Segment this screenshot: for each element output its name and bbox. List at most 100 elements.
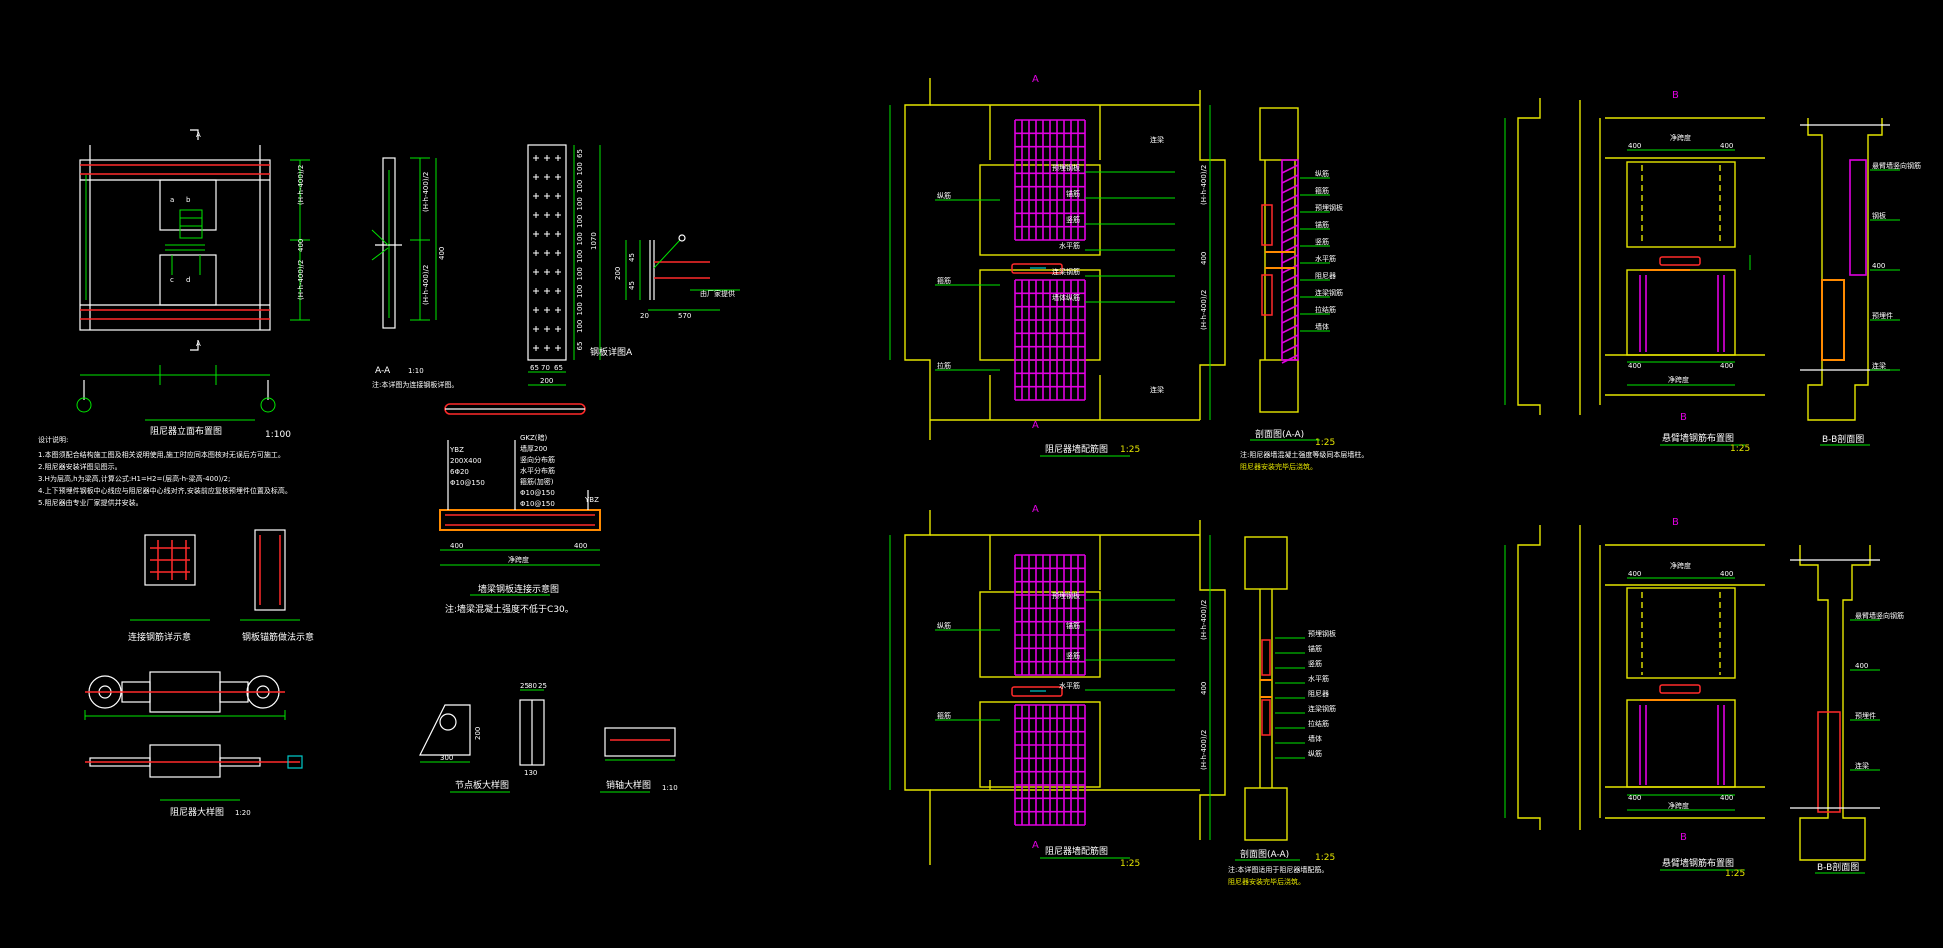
aa-note: 注:本详图为连接钢板详图。 — [372, 380, 458, 389]
leader-label: 预埋件 — [1855, 711, 1876, 720]
leader-label: 纵筋 — [1308, 749, 1322, 758]
rb-marker-bottom: B — [1680, 832, 1687, 843]
hatch-line — [1281, 354, 1299, 364]
leader-label: 阻尼器 — [1315, 271, 1336, 280]
right-bottom-drawing: B B 400 400 净跨度 400 400 净跨度 悬臂墙钢筋布置图 1:2… — [1504, 517, 1904, 879]
plan-label-d: d — [186, 276, 190, 284]
wall-callout-left: 200X400 — [450, 457, 482, 465]
rb-dim-left-b: 400 — [1628, 794, 1641, 802]
plate-height-dim: 100 — [576, 162, 584, 175]
plate-height-dim: 100 — [576, 180, 584, 193]
mb-marker-top: A — [1032, 504, 1039, 515]
node-dim-300: 300 — [440, 754, 453, 762]
plan-dim-mid: 400 — [297, 239, 305, 252]
hatch-line — [1281, 174, 1299, 184]
mb-title: 阻尼器墙配筋图 — [1045, 845, 1108, 857]
hatch-line — [1281, 314, 1299, 324]
plate-dim-2: 70 — [541, 364, 550, 372]
rebar-detail: 连接钢筋详示意 — [128, 534, 210, 643]
mt-beam-label-top: 连梁 — [1150, 135, 1164, 144]
mb-dim-1: (H-h-400)/2 — [1200, 600, 1208, 640]
rt-scale: 1:25 — [1730, 444, 1750, 454]
design-notes: 设计说明: 1.本图须配合结构施工图及相关说明使用,施工时应同本图核对无误后方可… — [38, 435, 292, 507]
leader-label: 400 — [1855, 662, 1868, 670]
mt-beam-label-bottom: 连梁 — [1150, 385, 1164, 394]
leader-label: 阻尼器 — [1308, 689, 1329, 698]
plate-height-dim: 100 — [576, 285, 584, 298]
plan-label-c: c — [170, 276, 174, 284]
plate-total: 200 — [540, 377, 553, 385]
wall-right-tag: YBZ — [584, 496, 599, 504]
rt-dim-right-b: 400 — [1720, 362, 1733, 370]
leader-label: 水平筋 — [1059, 241, 1080, 250]
mt-section-scale: 1:25 — [1315, 438, 1335, 448]
wall-callout-right: Φ10@150 — [520, 489, 555, 497]
weld-detail: 45 45 200 20 570 由厂家提供 — [614, 234, 740, 320]
wall-callout-left: 6Φ20 — [450, 468, 469, 476]
detail-2-title: 钢板锚筋做法示意 — [242, 631, 314, 643]
mt-marker-top: A — [1032, 74, 1039, 85]
leader-label: 悬臂墙竖向钢筋 — [1872, 161, 1921, 170]
rt-dim-left: 400 — [1628, 142, 1641, 150]
mb-dim-2: 400 — [1200, 682, 1208, 695]
damper-scale: 1:20 — [235, 809, 251, 817]
pin-detail: 销轴大样图 1:10 — [600, 727, 678, 793]
rb-dim-right-b: 400 — [1720, 794, 1733, 802]
hatch-line — [1281, 164, 1299, 174]
weld-dim-45a: 45 — [628, 253, 636, 262]
right-top-drawing: B B 400 400 净跨度 400 400 净跨度 悬臂墙钢筋布置图 1:2… — [1504, 90, 1921, 454]
aa-title: A-A — [375, 366, 391, 376]
leader-label: 锚筋 — [1066, 621, 1080, 630]
node-dim-200: 200 — [474, 727, 482, 740]
plan-title: 阻尼器立面布置图 — [150, 425, 222, 437]
wall-callout-right: Φ10@150 — [520, 500, 555, 508]
mb-section-note2: 阻尼器安装完毕后浇筑。 — [1228, 877, 1305, 886]
rt-title: 悬臂墙钢筋布置图 — [1662, 432, 1734, 444]
note-1: 1.本图须配合结构施工图及相关说明使用,施工时应同本图核对无误后方可施工。 — [38, 450, 285, 459]
note-2: 2.阻尼器安装详图见图示。 — [38, 462, 122, 471]
leader-label: 纵筋 — [937, 191, 951, 200]
plate-dim-3: 65 — [554, 364, 563, 372]
hatch-line — [1281, 234, 1299, 244]
mb-section-note: 注:本详图适用于阻尼器墙配筋。 — [1228, 865, 1328, 874]
notes-title: 设计说明: — [38, 435, 68, 444]
mt-section-note2: 阻尼器安装完毕后浇筑。 — [1240, 462, 1317, 471]
mt-section-title: 剖面图(A-A) — [1255, 428, 1304, 440]
plan-dim-top: (H-h-400)/2 — [297, 165, 305, 205]
rb-section-title: B-B剖面图 — [1817, 861, 1859, 873]
hatch-line — [1281, 254, 1299, 264]
leader-label: 竖筋 — [1066, 215, 1080, 224]
steel-plate-detail: 65 70 65 200 651001001001001001001001001… — [527, 144, 633, 386]
rb-mid-label-b: 净跨度 — [1668, 801, 1689, 810]
rb-dim-right: 400 — [1720, 570, 1733, 578]
leader-label: 连梁钢筋 — [1315, 288, 1343, 297]
plate-height-dim: 100 — [576, 302, 584, 315]
leader-label: 预埋钢板 — [1308, 629, 1336, 638]
damper-title: 阻尼器大样图 — [170, 806, 224, 818]
note-3: 3.H为层高,h为梁高,计算公式:H1=H2=(层高-h-梁高-400)/2; — [38, 474, 230, 483]
mb-section-scale: 1:25 — [1315, 853, 1335, 863]
note-4: 4.上下预埋件钢板中心线应与阻尼器中心线对齐,安装前应复核预埋件位置及标高。 — [38, 486, 292, 495]
leader-label: 预埋钢板 — [1315, 203, 1343, 212]
mt-dim-1: (H-h-400)/2 — [1200, 165, 1208, 205]
rb-scale: 1:25 — [1725, 869, 1745, 879]
leader-label: 水平筋 — [1315, 254, 1336, 263]
hatch-line — [1281, 284, 1299, 294]
weld-label: 由厂家提供 — [700, 289, 735, 298]
mt-dim-3: (H-h-400)/2 — [1200, 290, 1208, 330]
leader-label: 水平筋 — [1059, 681, 1080, 690]
rb-marker-top: B — [1672, 517, 1679, 528]
aa-dim-top: (H-h-400)/2 — [422, 172, 430, 212]
leader-label: 水平筋 — [1308, 674, 1329, 683]
rt-dim-left-b: 400 — [1628, 362, 1641, 370]
leader-label: 纵筋 — [937, 621, 951, 630]
mt-section-note: 注:阻尼器墙混凝土强度等级同本层墙柱。 — [1240, 450, 1368, 459]
rt-mid-label-b: 净跨度 — [1668, 375, 1689, 384]
leader-label: 连梁钢筋 — [1308, 704, 1336, 713]
wall-mid-label: 净跨度 — [508, 555, 529, 564]
anchor-detail: 钢板锚筋做法示意 — [240, 529, 314, 643]
leader-label: 拉结筋 — [1315, 305, 1336, 314]
leader-label: 预埋钢板 — [1052, 591, 1080, 600]
mb-section-title: 剖面图(A-A) — [1240, 848, 1289, 860]
